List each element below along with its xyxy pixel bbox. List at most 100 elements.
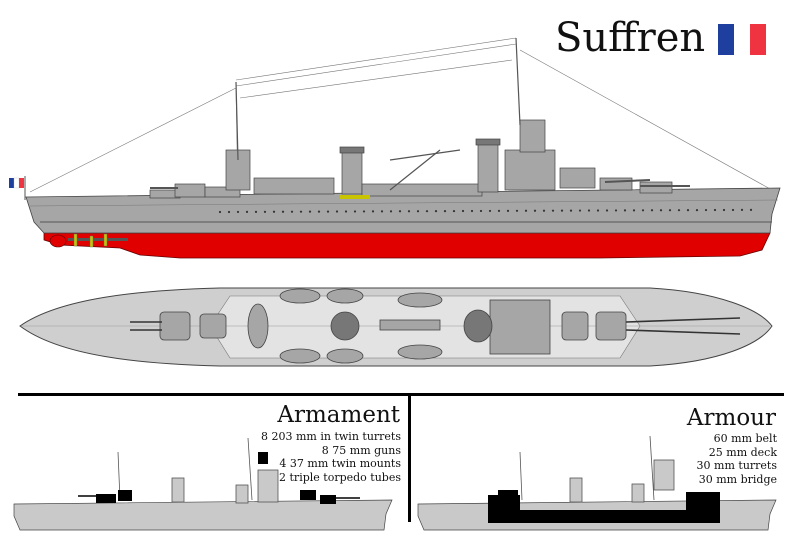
porthole xyxy=(488,209,492,213)
porthole xyxy=(236,210,240,214)
porthole xyxy=(515,209,519,212)
ensign-flag-icon xyxy=(9,178,14,188)
porthole xyxy=(686,209,690,212)
porthole xyxy=(245,210,249,213)
porthole xyxy=(362,210,366,213)
porthole xyxy=(749,208,753,211)
plan-turret-x xyxy=(199,313,227,339)
armament-item: 8 203 mm in twin turrets xyxy=(261,430,401,443)
fore-turret-a xyxy=(639,181,673,194)
porthole xyxy=(380,210,384,213)
porthole xyxy=(569,209,573,212)
porthole xyxy=(425,210,429,213)
porthole xyxy=(560,209,564,212)
porthole xyxy=(713,208,717,212)
porthole xyxy=(731,208,735,212)
porthole xyxy=(497,209,501,212)
armour-item: 60 mm belt xyxy=(713,432,777,445)
porthole xyxy=(740,208,744,212)
flag-stripe-red xyxy=(750,24,766,55)
porthole xyxy=(524,209,528,212)
porthole xyxy=(695,208,699,212)
french-flag-icon xyxy=(718,24,766,55)
section-divider-vertical xyxy=(408,396,411,522)
porthole xyxy=(254,210,258,213)
porthole xyxy=(542,209,546,212)
armament-heading: Armament xyxy=(277,402,400,428)
plan-turret-b xyxy=(561,311,589,341)
porthole xyxy=(272,210,276,213)
porthole xyxy=(263,210,267,213)
porthole xyxy=(641,209,645,212)
armament-list: 8 203 mm in twin turrets 8 75 mm guns 4 … xyxy=(261,430,401,484)
porthole xyxy=(650,209,654,212)
porthole xyxy=(677,209,681,212)
plan-turret-a xyxy=(595,311,627,341)
porthole xyxy=(344,210,348,213)
porthole xyxy=(506,209,510,212)
hull-lower-red xyxy=(43,232,771,259)
armour-item: 30 mm bridge xyxy=(698,472,777,486)
porthole xyxy=(551,209,555,212)
porthole xyxy=(623,209,627,212)
portholes xyxy=(218,208,753,214)
armament-highlight xyxy=(96,452,336,504)
porthole xyxy=(470,209,474,213)
porthole xyxy=(596,209,600,212)
porthole xyxy=(371,210,375,213)
porthole xyxy=(587,209,591,212)
porthole xyxy=(668,209,672,212)
porthole xyxy=(479,209,483,213)
aft-turret-x xyxy=(174,183,206,198)
armour-item: 30 mm turrets xyxy=(696,459,777,472)
porthole xyxy=(461,209,465,213)
armour-list: 60 mm belt 25 mm deck 30 mm turrets 30 m… xyxy=(697,432,777,486)
armament-item: 4 37 mm twin mounts xyxy=(279,457,401,470)
armament-item: 2 triple torpedo tubes xyxy=(279,470,401,484)
armament-item: 8 75 mm guns xyxy=(321,443,401,457)
porthole xyxy=(452,209,456,213)
porthole xyxy=(659,209,663,212)
plan-turret-y xyxy=(159,311,191,341)
porthole xyxy=(335,210,339,213)
flag-stripe-blue xyxy=(718,24,734,55)
porthole xyxy=(614,209,618,212)
armament-mini-profile xyxy=(13,437,393,531)
funnel-aft-icon xyxy=(341,149,363,195)
porthole xyxy=(443,210,447,213)
propeller-icon xyxy=(49,233,128,248)
porthole xyxy=(308,210,312,213)
bridge-tower xyxy=(504,149,556,191)
porthole xyxy=(317,210,321,213)
plan-view xyxy=(19,287,773,367)
porthole xyxy=(632,209,636,212)
porthole xyxy=(290,210,294,213)
porthole xyxy=(434,210,438,213)
porthole xyxy=(722,208,726,212)
porthole xyxy=(218,210,222,214)
porthole xyxy=(281,210,285,213)
porthole xyxy=(326,210,330,213)
armour-heading: Armour xyxy=(686,405,776,431)
porthole xyxy=(299,210,303,213)
porthole xyxy=(605,209,609,212)
porthole xyxy=(416,210,420,213)
porthole xyxy=(353,210,357,213)
porthole xyxy=(398,210,402,213)
funnel-fore-icon xyxy=(477,141,499,193)
side-profile xyxy=(9,37,781,259)
armour-highlight xyxy=(488,490,720,523)
porthole xyxy=(578,209,582,212)
fore-turret-b xyxy=(599,177,633,191)
armour-item: 25 mm deck xyxy=(708,445,777,459)
porthole xyxy=(704,208,708,212)
section-divider-horizontal xyxy=(18,393,784,396)
porthole xyxy=(389,210,393,213)
porthole xyxy=(533,209,537,212)
porthole xyxy=(407,210,411,213)
flag-stripe-white xyxy=(734,24,750,55)
ship-name-title: Suffren xyxy=(555,15,706,61)
armour-mini-profile xyxy=(417,435,777,531)
porthole xyxy=(227,210,231,214)
